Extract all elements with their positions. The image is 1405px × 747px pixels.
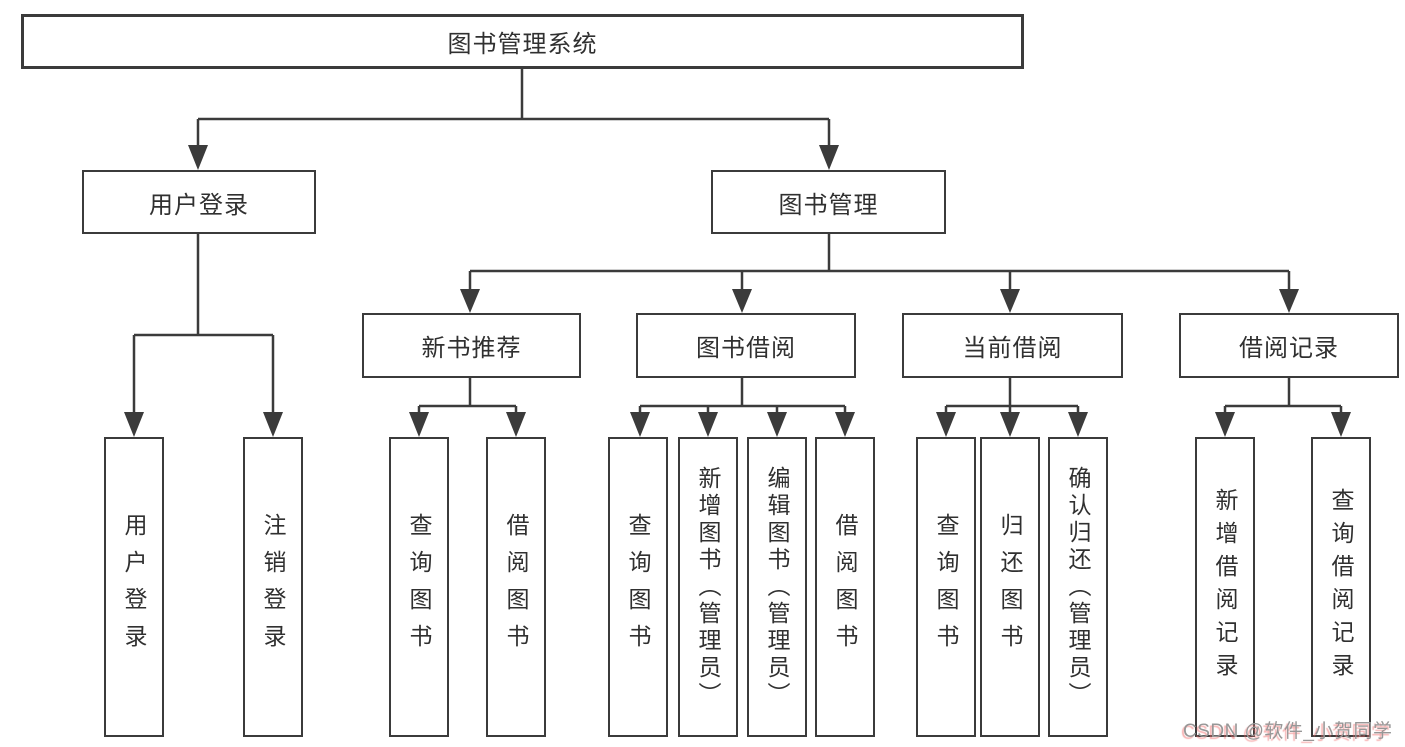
node-user-login: 用户登录: [82, 170, 316, 234]
leaf-add-book-admin: 新增图书（管理员）: [678, 437, 738, 737]
leaf-borrow-books-recommend: 借阅图书: [486, 437, 546, 737]
csdn-watermark: CSDN @软件_小贺同学: [1183, 721, 1393, 742]
node-library-management-system: 图书管理系统: [21, 14, 1024, 69]
node-label: 图书借阅: [696, 335, 796, 362]
leaf-label: 借阅图书: [832, 513, 858, 661]
leaf-label: 新增借阅记录: [1212, 488, 1238, 686]
leaf-logout: 注销登录: [243, 437, 303, 737]
leaf-return-book: 归还图书: [980, 437, 1040, 737]
leaf-label: 查询借阅记录: [1328, 488, 1354, 686]
node-book-borrowing: 图书借阅: [636, 313, 856, 378]
node-current-borrowing: 当前借阅: [902, 313, 1123, 378]
node-label: 图书管理系统: [447, 31, 598, 58]
leaf-query-borrow-record: 查询借阅记录: [1311, 437, 1371, 737]
leaf-query-books-recommend: 查询图书: [389, 437, 449, 737]
leaf-label: 借阅图书: [503, 513, 529, 661]
leaf-label: 归还图书: [997, 513, 1023, 661]
leaf-edit-book-admin: 编辑图书（管理员）: [747, 437, 807, 737]
leaf-label: 查询图书: [625, 513, 651, 661]
leaf-label: 编辑图书（管理员）: [764, 465, 790, 709]
leaf-borrow-books-borrowing: 借阅图书: [815, 437, 875, 737]
leaf-label: 新增图书（管理员）: [695, 465, 721, 709]
leaf-label: 查询图书: [406, 513, 432, 661]
leaf-confirm-return-admin: 确认归还（管理员）: [1048, 437, 1108, 737]
node-label: 图书管理: [778, 191, 879, 219]
leaf-query-books-borrowing: 查询图书: [608, 437, 668, 737]
node-label: 当前借阅: [962, 335, 1063, 362]
leaf-query-books-current: 查询图书: [916, 437, 976, 737]
leaf-add-borrow-record: 新增借阅记录: [1195, 437, 1255, 737]
leaf-label: 注销登录: [260, 513, 286, 661]
node-label: 用户登录: [149, 191, 249, 219]
leaf-label: 用户登录: [121, 513, 147, 661]
leaf-label: 查询图书: [933, 513, 959, 661]
node-label: 新书推荐: [421, 335, 522, 362]
node-book-management: 图书管理: [711, 170, 946, 234]
node-borrowing-records: 借阅记录: [1179, 313, 1399, 378]
node-new-book-recommendation: 新书推荐: [362, 313, 581, 378]
node-label: 借阅记录: [1239, 335, 1339, 362]
leaf-user-login: 用户登录: [104, 437, 164, 737]
leaf-label: 确认归还（管理员）: [1065, 465, 1091, 709]
